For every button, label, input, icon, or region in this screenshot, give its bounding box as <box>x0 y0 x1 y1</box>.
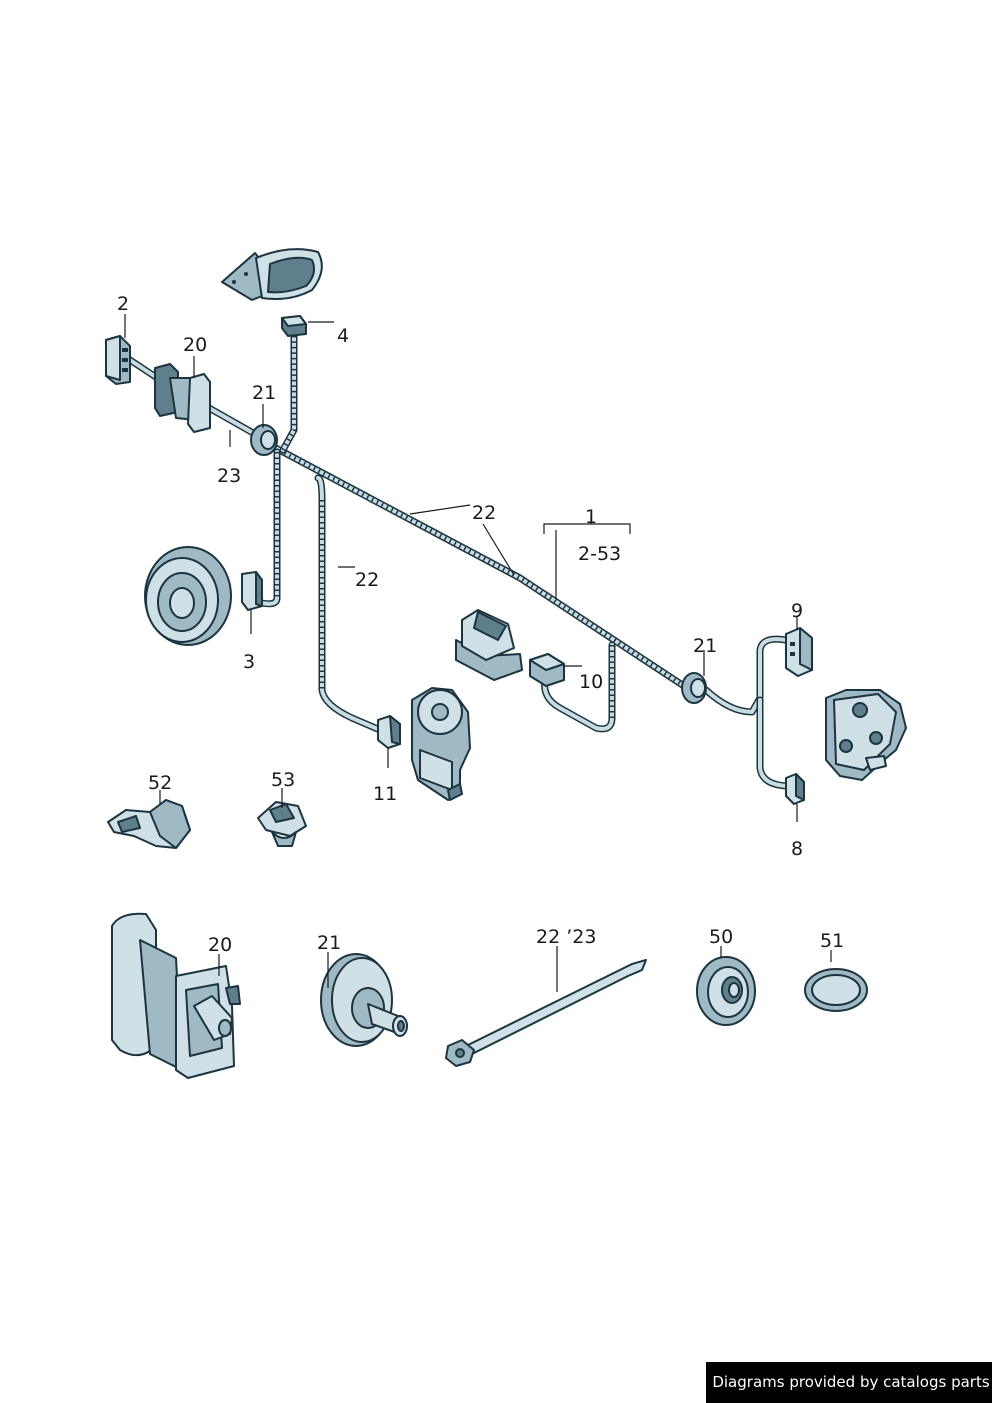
callout-4: 4 <box>337 325 349 347</box>
callout-22-lower: 22 <box>355 569 379 591</box>
callout-20-bottom: 20 <box>208 934 232 956</box>
callout-23-top: 23 <box>217 465 241 487</box>
grommet-20-bottom <box>111 912 241 1079</box>
cable-tie-part <box>445 959 647 1067</box>
grommet-21-bottom <box>320 953 408 1047</box>
mirror-part <box>221 248 323 301</box>
connector-10 <box>529 653 565 687</box>
callout-1: 1 <box>585 506 597 528</box>
grommet-21-left <box>250 424 278 456</box>
callout-52: 52 <box>148 772 172 794</box>
connector-11 <box>377 715 401 749</box>
cap-51-part <box>804 968 868 1012</box>
callout-10: 10 <box>579 671 603 693</box>
credit-banner: Diagrams provided by catalogs parts <box>706 1362 992 1403</box>
window-motor-part <box>411 687 471 801</box>
callout-22-upper: 22 <box>472 502 496 524</box>
callout-labels: 2 20 4 21 23 22 1 2-53 22 3 9 21 10 11 8… <box>117 293 844 956</box>
clip-52-part <box>107 799 191 849</box>
callout-51: 51 <box>820 930 844 952</box>
callout-21-top-left: 21 <box>252 382 276 404</box>
grommet-20-top <box>154 363 211 433</box>
connector-2 <box>105 335 131 385</box>
callout-8: 8 <box>791 838 803 860</box>
callout-21-top-right: 21 <box>693 635 717 657</box>
callout-53: 53 <box>271 769 295 791</box>
switch-part <box>455 609 523 681</box>
grommet-21-right <box>681 672 707 704</box>
callout-50: 50 <box>709 926 733 948</box>
callout-3: 3 <box>243 651 255 673</box>
callout-2: 2 <box>117 293 129 315</box>
connector-9 <box>785 627 813 677</box>
grommet-50-part <box>696 956 756 1026</box>
callout-22-23-bottom: 22 ’23 <box>536 926 596 948</box>
door-lock-part <box>825 689 907 781</box>
connector-8 <box>785 773 805 805</box>
wiring-harness <box>126 326 792 790</box>
speaker-part <box>144 546 232 646</box>
callout-20-top: 20 <box>183 334 207 356</box>
connector-3 <box>241 571 263 611</box>
callout-21-bottom: 21 <box>317 932 341 954</box>
callout-1-range: 2-53 <box>578 543 621 565</box>
callout-9: 9 <box>791 600 803 622</box>
clip-53-part <box>257 801 307 847</box>
leader-lines <box>124 314 832 992</box>
callout-11: 11 <box>373 783 397 805</box>
connector-4 <box>281 315 307 337</box>
